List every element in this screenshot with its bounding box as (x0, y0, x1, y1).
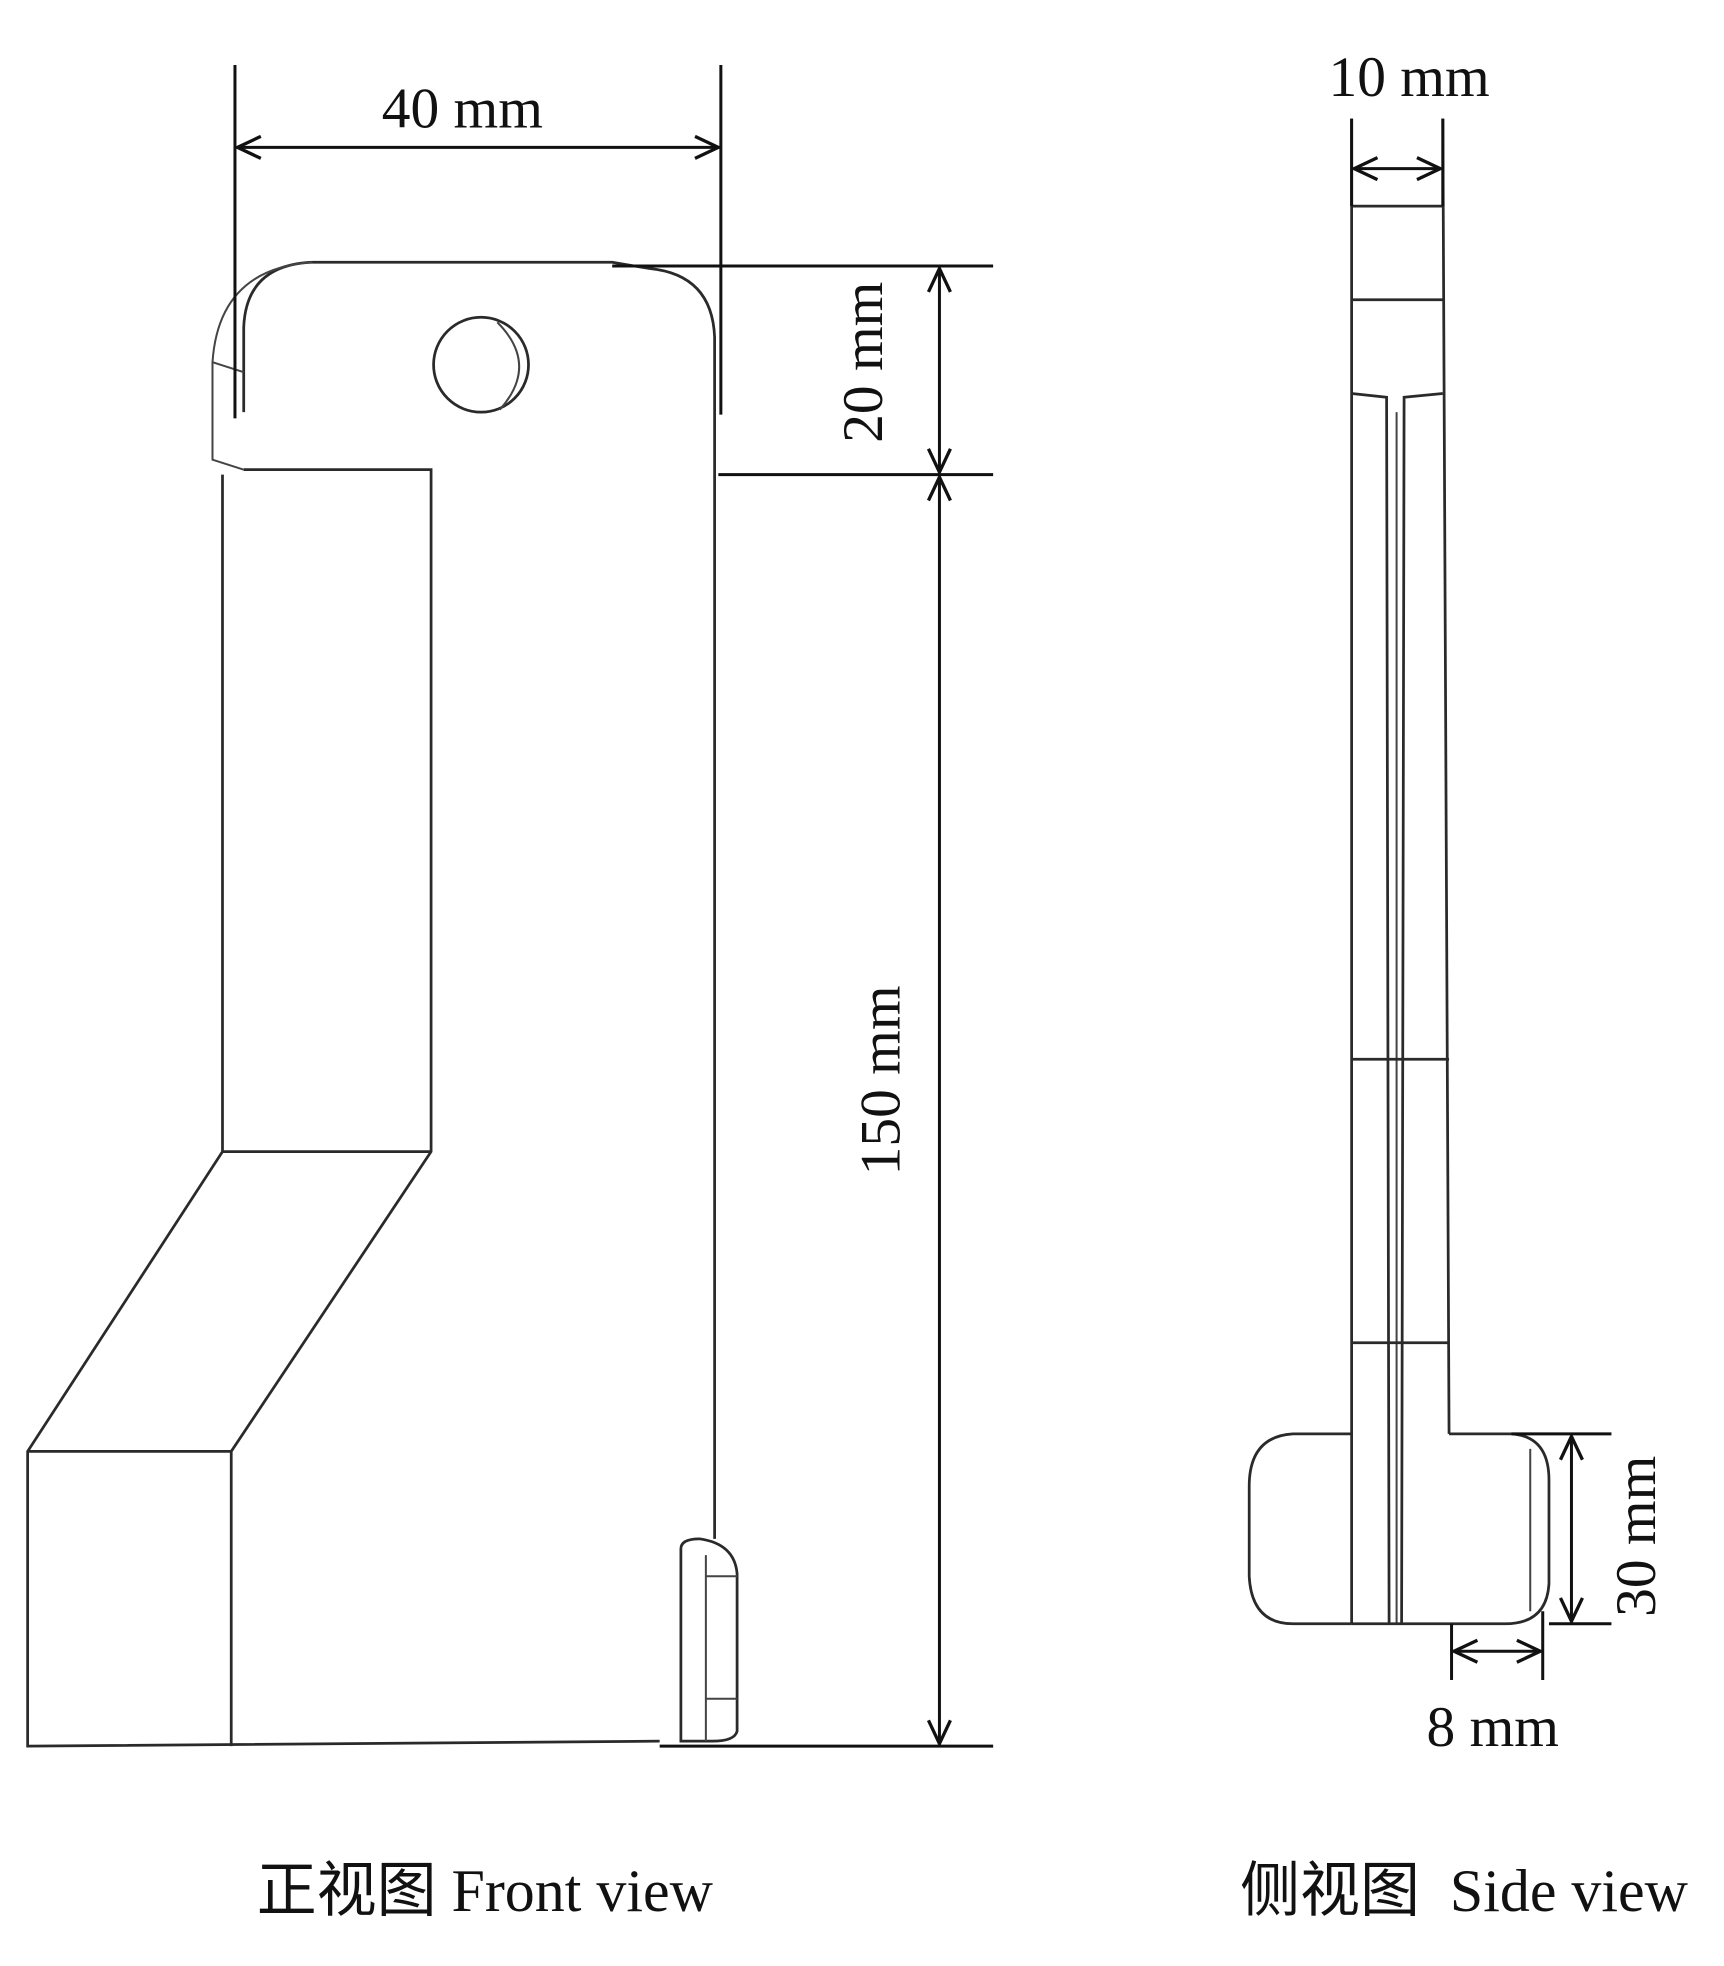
front-view: 40 mm 20 mm 150 mm 正视图 Front view (26, 64, 994, 1924)
bottom-tab (679, 1537, 739, 1743)
foot-right (1351, 1432, 1551, 1626)
side-view-caption: 侧视图 Side view (1240, 1858, 1689, 1924)
front-view-caption: 正视图 Front view (257, 1858, 714, 1924)
height-dimensions: 20 mm 150 mm (612, 264, 994, 1748)
side-outline (1247, 118, 1551, 1626)
mounting-hole (432, 315, 530, 414)
thickness-label: 10 mm (1329, 46, 1490, 109)
total-height-label: 150 mm (849, 985, 912, 1175)
thickness-dimension: 10 mm (1329, 46, 1490, 207)
foot-width-dimension: 8 mm (1427, 1611, 1559, 1759)
foot-height-dimension: 30 mm (1511, 1432, 1668, 1626)
foot-left (1247, 1432, 1352, 1626)
side-view: 10 mm 30 mm 8 mm 侧视图 Side view (1240, 46, 1689, 1924)
width-label: 40 mm (382, 77, 543, 140)
head-height-label: 20 mm (832, 282, 895, 443)
width-dimension: 40 mm (233, 64, 723, 419)
foot-height-label: 30 mm (1605, 1456, 1668, 1617)
front-outline (26, 260, 739, 1748)
foot-width-label: 8 mm (1427, 1696, 1559, 1759)
